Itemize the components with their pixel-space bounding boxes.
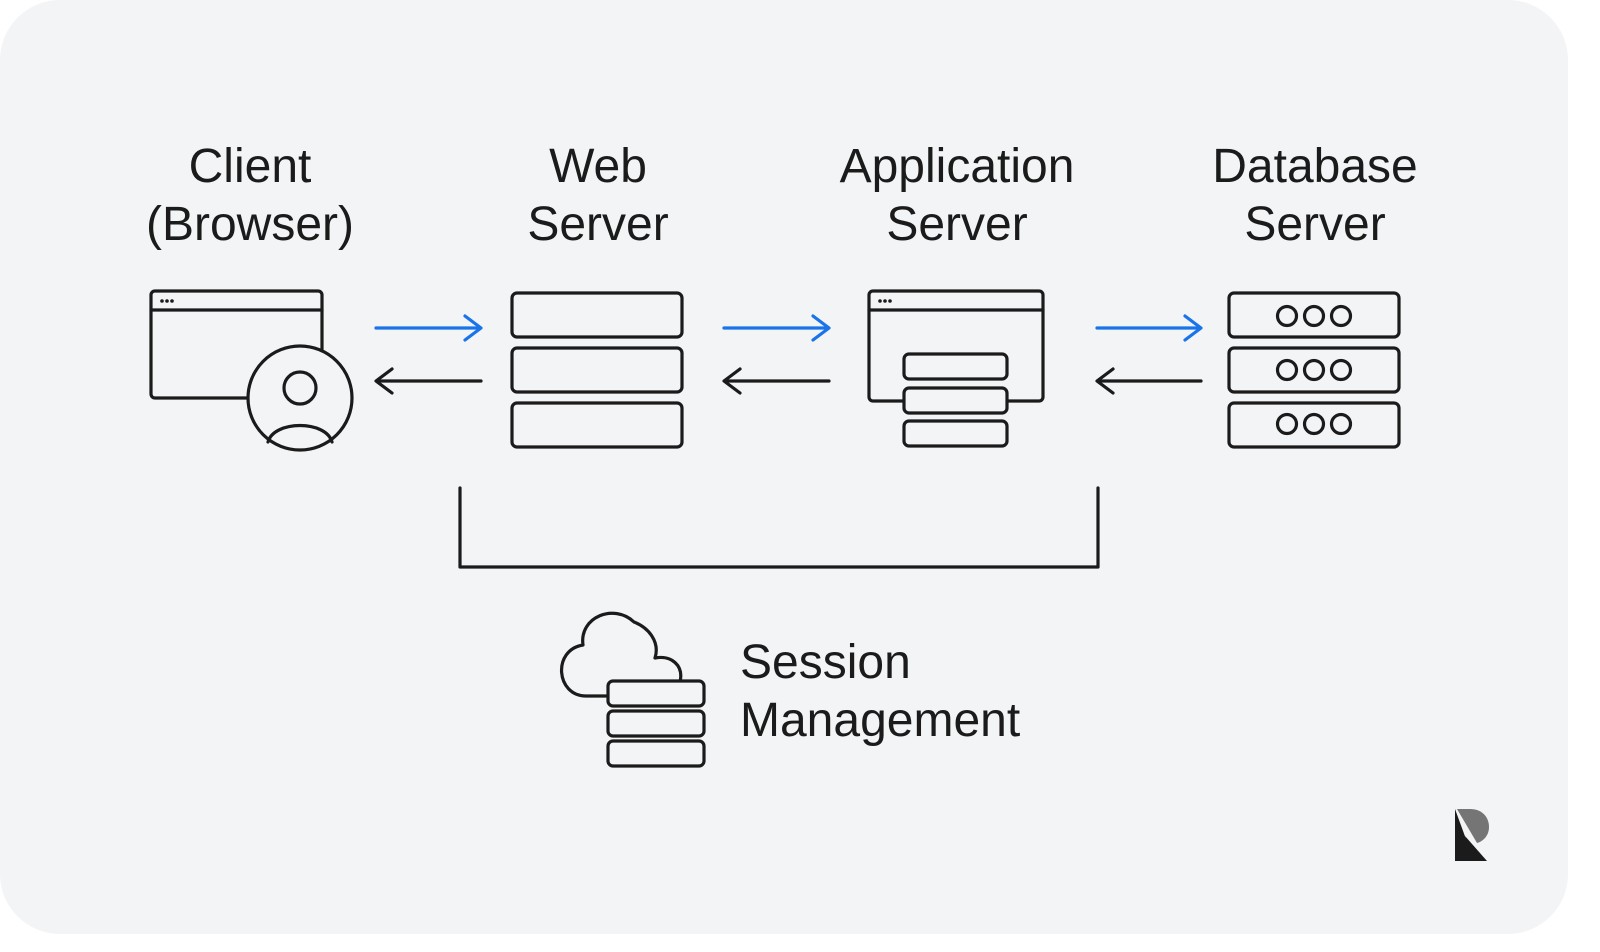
request-arrow-web-app: [722, 314, 831, 342]
web-server-label: Web Server: [527, 140, 669, 251]
response-arrow-app-web: [722, 367, 831, 395]
database-server-icon: [1227, 291, 1401, 449]
response-arrow-db-app: [1095, 367, 1203, 395]
response-arrow-web-client: [374, 367, 483, 395]
request-arrow-app-db: [1095, 314, 1203, 342]
cloud-storage-icon: [559, 611, 706, 768]
browser-with-user-icon: [149, 289, 354, 452]
database-server-label: Database Server: [1212, 140, 1418, 251]
session-management-label: Session Management: [740, 636, 1021, 747]
application-server-label: Application Server: [839, 140, 1075, 251]
server-stack-icon: [510, 291, 684, 449]
client-browser-label: Client (Browser): [145, 140, 354, 251]
request-arrow-client-web: [374, 314, 483, 342]
session-bracket: [458, 486, 1100, 569]
diagram-card: [0, 0, 1568, 934]
r-logo-icon: [1455, 809, 1489, 861]
application-server-icon: [867, 289, 1045, 448]
